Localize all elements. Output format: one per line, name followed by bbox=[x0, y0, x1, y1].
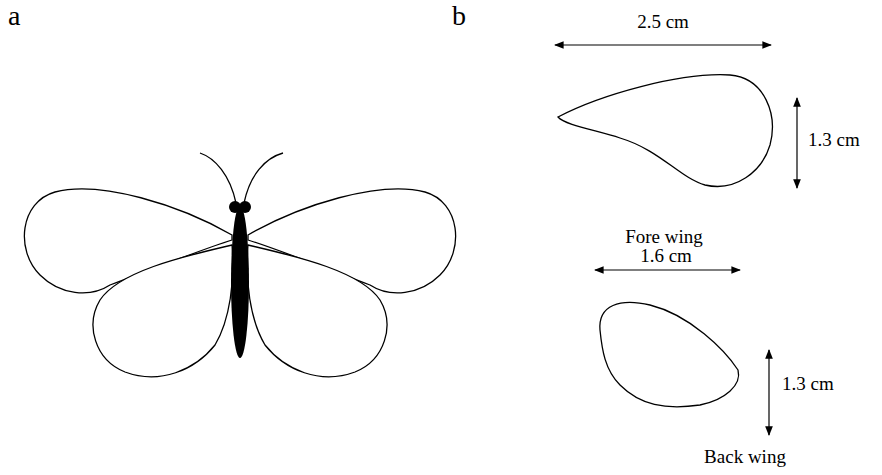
dimension-label: 1.6 cm bbox=[640, 245, 692, 267]
back-wing-outline bbox=[600, 302, 739, 406]
antenna bbox=[200, 153, 236, 203]
left-back-wing bbox=[93, 245, 233, 377]
dimension-arrow bbox=[595, 269, 740, 270]
fore-wing-outline bbox=[558, 75, 772, 187]
dimension-arrow bbox=[796, 98, 797, 188]
dimension-label: 1.3 cm bbox=[808, 129, 860, 151]
panel-letter: a bbox=[8, 0, 20, 32]
moth-body bbox=[231, 206, 249, 358]
dimension-arrow bbox=[555, 44, 771, 45]
panel-letter: b bbox=[452, 0, 466, 32]
dimension-label: 2.5 cm bbox=[637, 11, 689, 33]
dimension-arrow bbox=[768, 350, 769, 435]
part-label: Fore wing bbox=[625, 226, 703, 248]
antenna bbox=[244, 153, 283, 203]
dimension-label: 1.3 cm bbox=[782, 373, 834, 395]
part-label: Back wing bbox=[704, 446, 786, 468]
right-back-wing bbox=[247, 245, 387, 377]
moth-head bbox=[239, 201, 251, 213]
